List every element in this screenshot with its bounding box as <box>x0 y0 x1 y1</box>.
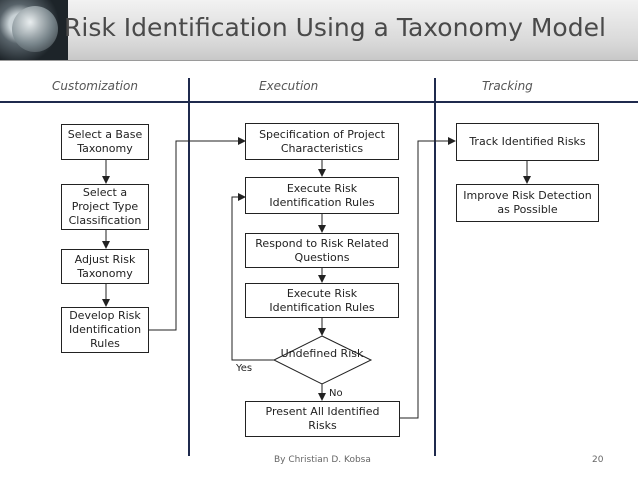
arrow-present-to-track <box>400 137 456 419</box>
page-number: 20 <box>592 455 604 465</box>
decision-label: Undefined Risk <box>280 347 364 360</box>
track-risks-step: Track Identified Risks <box>456 123 599 161</box>
column-divider-right <box>434 78 436 456</box>
execute-rules-step-2: Execute Risk Identification Rules <box>245 283 399 318</box>
yes-label: Yes <box>236 363 253 374</box>
globe-icon <box>12 6 58 52</box>
phase-label-customization: Customization <box>52 79 138 93</box>
phase-label-tracking: Tracking <box>482 79 533 93</box>
slide-title: Risk Identification Using a Taxonomy Mod… <box>64 13 606 42</box>
no-label: No <box>329 388 343 399</box>
adjust-risk-taxonomy-step: Adjust Risk Taxonomy <box>61 249 149 284</box>
develop-rules-step: Develop Risk Identification Rules <box>61 307 149 353</box>
column-divider-left <box>188 78 190 456</box>
respond-questions-step: Respond to Risk Related Questions <box>245 233 399 268</box>
execute-rules-step-1: Execute Risk Identification Rules <box>245 177 399 214</box>
select-project-type-step: Select a Project Type Classification <box>61 184 149 230</box>
improve-detection-step: Improve Risk Detection as Possible <box>456 184 599 222</box>
footer-author: By Christian D. Kobsa <box>274 455 371 465</box>
title-bar <box>0 0 638 61</box>
specification-step: Specification of Project Characteristics <box>245 123 399 160</box>
present-risks-step: Present All Identified Risks <box>245 401 400 437</box>
select-base-taxonomy-step: Select a Base Taxonomy <box>61 124 149 160</box>
arrow-decision-yes-loop <box>231 193 274 361</box>
phase-label-execution: Execution <box>259 79 319 93</box>
arrow-develop-to-specification <box>148 137 246 331</box>
globe-logo-image <box>0 0 68 60</box>
header-divider-line <box>0 101 638 103</box>
undefined-risk-decision <box>272 335 373 385</box>
